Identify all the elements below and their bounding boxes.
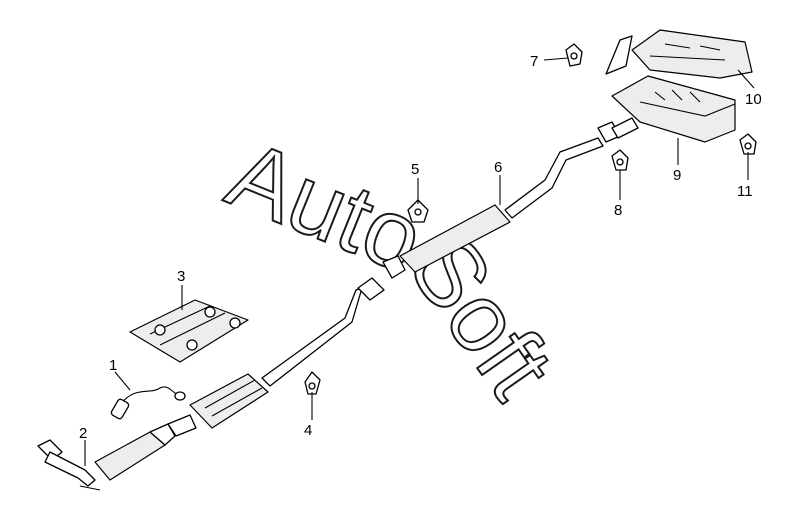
callout-10: 10 bbox=[745, 91, 762, 108]
leader-lines bbox=[84, 57, 755, 466]
callout-numbers: 1 2 3 4 5 6 7 8 9 10 11 bbox=[79, 53, 762, 442]
callout-11: 11 bbox=[737, 183, 753, 200]
part-3-heat-shield bbox=[129, 299, 249, 363]
part-10-muffler-heat-shield bbox=[605, 29, 753, 79]
part-5-hanger bbox=[407, 199, 429, 223]
part-7-hanger bbox=[565, 43, 583, 67]
part-1-oxygen-sensor bbox=[110, 386, 186, 420]
callout-2: 2 bbox=[79, 425, 87, 442]
part-2-front-pipe bbox=[37, 423, 176, 491]
callout-8: 8 bbox=[614, 202, 622, 219]
callout-1: 1 bbox=[109, 357, 117, 374]
callout-3: 3 bbox=[177, 268, 185, 285]
part-11-hanger bbox=[739, 133, 757, 155]
part-4-hanger bbox=[304, 371, 321, 395]
part-8-hanger bbox=[611, 149, 629, 171]
callout-4: 4 bbox=[304, 422, 312, 439]
callout-5: 5 bbox=[411, 161, 419, 178]
part-9-rear-muffler bbox=[597, 75, 736, 143]
intermediate-pipe bbox=[261, 277, 385, 387]
callout-6: 6 bbox=[494, 159, 502, 176]
callout-9: 9 bbox=[673, 167, 681, 184]
part-6-center-pipe bbox=[382, 137, 604, 279]
catalytic-converter bbox=[167, 373, 269, 437]
callout-7: 7 bbox=[530, 53, 538, 70]
